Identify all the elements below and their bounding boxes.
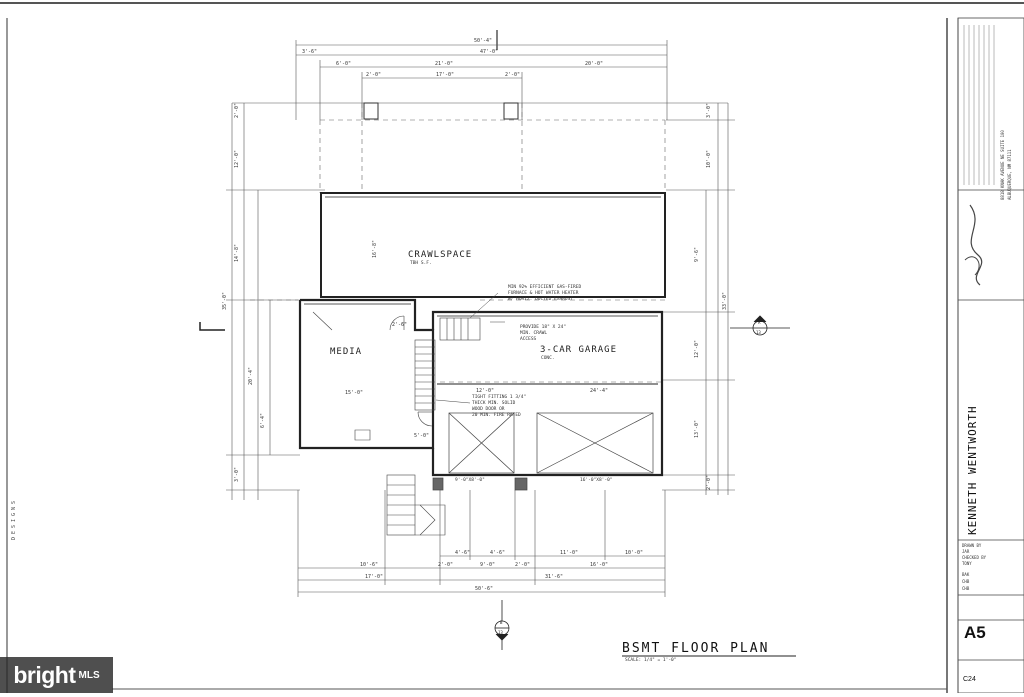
plan-title: BSMT FLOOR PLAN [622,641,770,656]
designer-name: KENNETH WENTWORTH [966,405,979,535]
dim-top-c: 6'-0" [336,61,352,67]
dim-left-d: 35'-0" [222,291,228,310]
garage-door-2-size: 16'-0"X8'-0" [580,478,613,483]
dim-bottom-j: 17'-0" [365,574,384,580]
dim-top-a: 3'-6" [302,49,318,55]
furnace-note-3: W/ HORIZ. DUCTED EXHAUST [508,297,574,302]
dim-left-a: 2'-0" [234,102,240,118]
dim-top-overall: 50'-4" [474,38,493,44]
dim-bottom-b: 4'-6" [490,550,506,556]
watermark-suffix: MLS [78,669,100,681]
door-note-1: TIGHT FITTING 1 3/4" [472,395,527,400]
section-east-top: A [758,320,761,325]
drawn-by-value: JAR [962,549,970,554]
leader-lines [435,292,505,404]
dim-bottom-e: 10'-6" [360,562,379,568]
address-line-2: ALBUQUERQUE, NM 87111 [1007,149,1012,200]
dim-right-g: 2'-0" [706,474,712,490]
section-marker-south [494,600,510,650]
title-block-line-2: CHB [962,579,970,584]
section-marker-west [199,322,225,331]
dim-left-g: 3'-0" [234,466,240,482]
door-swings [312,311,433,441]
dim-top-g: 17'-0" [436,72,455,78]
garage-door-1-size: 9'-0"X8'-0" [455,478,485,483]
dim-top-b: 47'-0" [480,49,499,55]
piers [363,102,519,120]
project-number: C24 [963,676,976,683]
dim-bottom-f: 2'-0" [438,562,454,568]
section-east-bottom: 13 [756,330,761,335]
door-note-3: WOOD DOOR OR [472,407,505,412]
garage-label: 3-CAR GARAGE [540,345,618,355]
brightmls-watermark: bright MLS [0,657,113,693]
title-block [957,17,1024,694]
dim-right-d: 33'-0" [722,291,728,310]
left-margin-label: DESIGNS [11,497,17,540]
crawl-access-note-1: PROVIDE 18" X 24" [520,325,567,330]
crawlspace-label: CRAWLSPACE [408,250,473,260]
dim-bottom-h: 2'-0" [515,562,531,568]
section-south-bottom: 13 [498,630,503,635]
section-marker-east [730,315,790,336]
dim-right-f: 13'-0" [694,419,700,438]
furnace-note-2: FURNACE & HOT WATER HEATER [508,291,579,296]
sheet-number: A5 [964,623,986,642]
dim-bottom-i: 16'-0" [590,562,609,568]
dim-inner-e: 2'-6" [392,322,408,328]
walls [298,192,666,477]
crawl-access-note-2: MIN. CRAWL [520,331,548,336]
dim-bottom-c: 11'-0" [560,550,579,556]
dim-bottom-d: 10'-0" [625,550,644,556]
dim-top-h: 2'-0" [505,72,521,78]
dim-bottom-g: 9'-0" [480,562,496,568]
dim-right-b: 10'-0" [706,149,712,168]
dim-inner-d: 24'-4" [590,388,609,394]
garage-doors [432,412,654,491]
checked-by-label: CHECKED BY [962,555,987,560]
title-block-line-3: CHB [962,586,970,591]
plan-scale: SCALE: 1/4" = 1'-0" [625,658,677,663]
dim-inner-c: 12'-0" [476,388,495,394]
door-note-4: 20 MIN. FIRE RATED [472,413,521,418]
dim-right-c: 9'-6" [694,246,700,262]
door-note-2: THICK MIN. SOLID [472,401,516,406]
dim-top-e: 20'-0" [585,61,604,67]
crawlspace-area: TBH S.F. [410,261,432,266]
stairs [386,317,481,536]
dim-right-e: 12'-0" [694,339,700,358]
garage-note: CONC. [541,356,555,361]
dim-bottom-a: 4'-6" [455,550,471,556]
dim-bottom-k: 31'-6" [545,574,564,580]
furnace-note-1: MIN 92% EFFICIENT GAS-FIRED [508,285,582,290]
address-line-1: 8818 KNAK AVENUE NE SUITE 100 [1000,130,1005,200]
section-south-top: B [500,620,503,625]
drawn-by-label: DRAWN BY [962,543,982,548]
crawl-access-note-3: ACCESS [520,337,537,342]
dim-inner-f: 5'-0" [414,433,430,439]
dim-left-c: 14'-8" [234,243,240,262]
checked-by-value: TONY [962,561,972,566]
title-block-line-1: BAK [962,572,970,577]
dim-left-b: 12'-0" [234,149,240,168]
dimension-lines [226,30,735,597]
dim-top-f: 2'-0" [366,72,382,78]
dim-left-e: 20'-4" [248,366,254,385]
dim-bottom-overall: 50'-6" [475,586,494,592]
dim-left-f: 6'-4" [260,412,266,428]
watermark-brand: bright [13,661,76,688]
dim-inner-a: 15'-0" [345,390,364,396]
dim-inner-b: 16'-8" [372,239,378,258]
media-label: MEDIA [330,347,363,357]
dim-right-a: 3'-0" [706,102,712,118]
dim-top-d: 21'-0" [435,61,454,67]
